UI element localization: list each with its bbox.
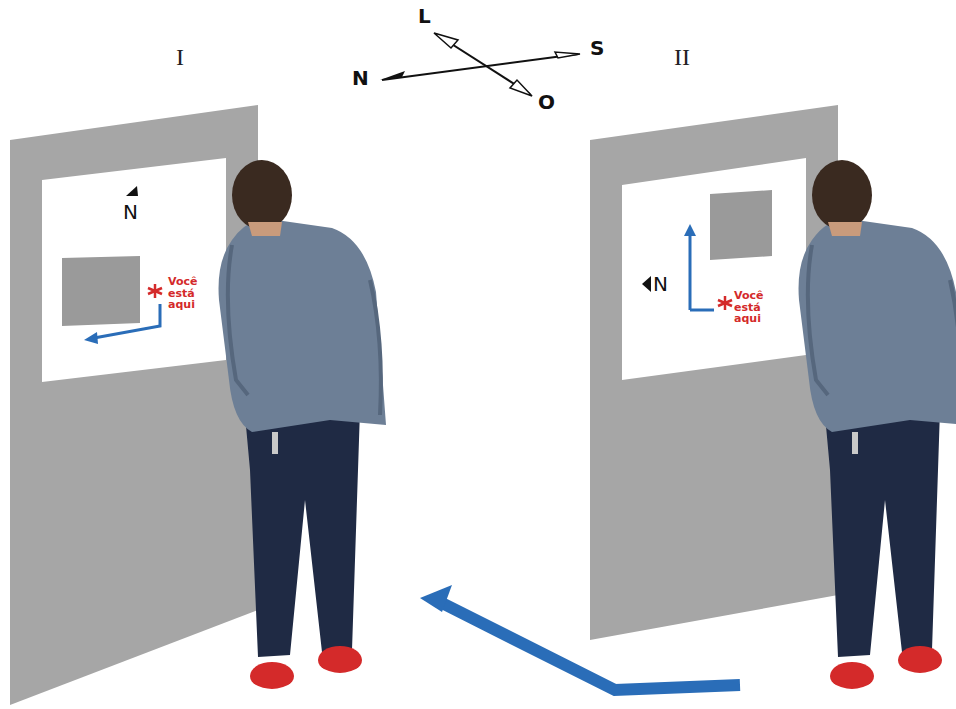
compass-arrowhead: [510, 80, 532, 96]
north-label: N: [653, 274, 668, 294]
wall-panel: [10, 105, 258, 705]
compass-rose: [382, 34, 578, 94]
compass-label: S: [590, 38, 604, 58]
man-figure: [799, 160, 956, 691]
map-drawing: [42, 158, 226, 382]
path-arrow: [440, 602, 740, 690]
compass-label: O: [538, 92, 555, 112]
panel-number: I: [176, 45, 184, 69]
panel-number: II: [674, 45, 690, 69]
map-drawing: [622, 158, 806, 380]
compass-arrowhead: [434, 33, 458, 48]
map-board: N Você está aqui: [42, 158, 226, 382]
compass-label: N: [352, 68, 369, 88]
compass-arrowhead: [380, 71, 405, 80]
map-board: N Você está aqui: [622, 158, 806, 380]
man-figure: [219, 160, 386, 691]
you-are-here-label: Você está aqui: [734, 290, 763, 325]
compass-arrowhead: [555, 52, 580, 58]
path-arrowhead: [420, 585, 452, 612]
compass-label: L: [418, 6, 431, 26]
wall-panel: [590, 105, 838, 640]
north-label: N: [123, 202, 138, 222]
you-are-here-label: Você está aqui: [168, 276, 197, 311]
